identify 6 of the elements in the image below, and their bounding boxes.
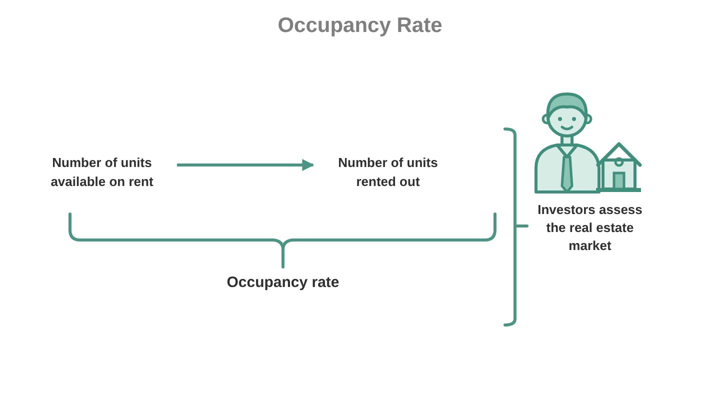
bracket-label: Occupancy rate bbox=[226, 273, 340, 293]
arrow bbox=[177, 159, 314, 171]
title: Occupancy Rate bbox=[276, 14, 444, 38]
caption-text: Investors assess the real estate market bbox=[536, 201, 644, 255]
step-text: Number of units available on rent bbox=[27, 149, 177, 195]
step-text: Number of units rented out bbox=[313, 149, 463, 195]
